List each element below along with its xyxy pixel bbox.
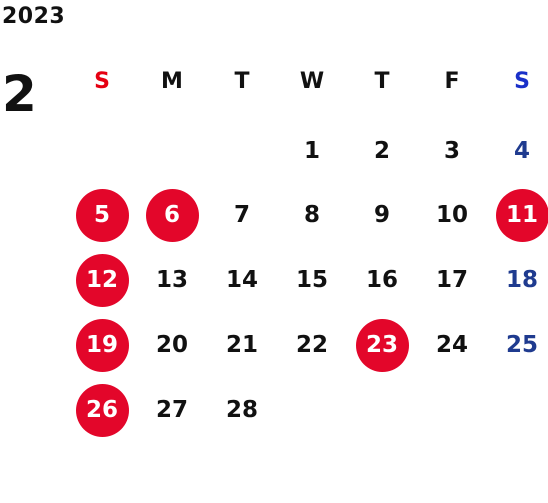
date-27: 27 <box>155 397 188 423</box>
date-14: 14 <box>225 267 258 293</box>
weekday-header-saturday: S <box>514 68 530 94</box>
date-24: 24 <box>435 332 468 358</box>
date-7: 7 <box>233 202 250 228</box>
month-number: 2 <box>2 65 37 123</box>
date-10: 10 <box>435 202 468 228</box>
holiday-date-11: 11 <box>495 188 548 242</box>
date-13: 13 <box>155 267 188 293</box>
holiday-date-5: 5 <box>75 188 129 242</box>
weekday-header-monday: M <box>161 68 183 94</box>
holiday-date-26: 26 <box>75 383 129 437</box>
holiday-date-19: 19 <box>75 318 129 372</box>
date-8: 8 <box>303 202 320 228</box>
weekday-header-thursday: T <box>374 68 390 94</box>
date-9: 9 <box>373 202 390 228</box>
date-17: 17 <box>435 267 468 293</box>
weekday-header-tuesday: T <box>234 68 250 94</box>
date-15: 15 <box>295 267 328 293</box>
date-20: 20 <box>155 332 188 358</box>
date-1: 1 <box>303 138 320 164</box>
holiday-date-6: 6 <box>145 188 199 242</box>
date-16: 16 <box>365 267 398 293</box>
year-label: 2023 <box>2 4 66 29</box>
weekday-header-sunday: S <box>94 68 110 94</box>
date-3: 3 <box>443 138 460 164</box>
date-4: 4 <box>513 138 530 164</box>
date-18: 18 <box>505 267 538 293</box>
date-21: 21 <box>225 332 258 358</box>
holiday-date-12: 12 <box>75 253 129 307</box>
date-28: 28 <box>225 397 258 423</box>
holiday-date-23: 23 <box>355 318 409 372</box>
weekday-header-wednesday: W <box>299 68 325 94</box>
date-2: 2 <box>373 138 390 164</box>
weekday-header-friday: F <box>444 68 460 94</box>
date-25: 25 <box>505 332 538 358</box>
date-22: 22 <box>295 332 328 358</box>
